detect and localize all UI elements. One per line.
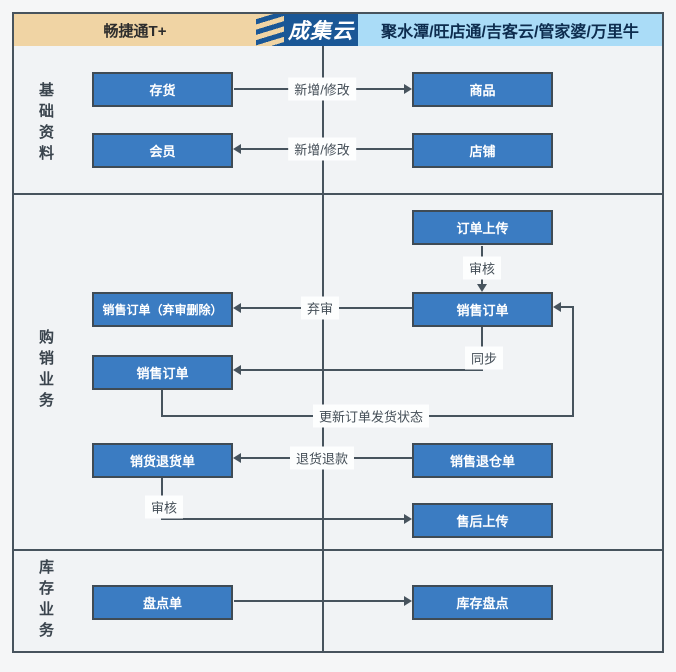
edge-feedback-top (560, 306, 574, 308)
header-left-system: 畅捷通T+ (14, 14, 256, 46)
arrowhead-down-icon (477, 284, 487, 292)
node-order-upload: 订单上传 (412, 210, 553, 245)
header-logo: 成集云 (284, 14, 358, 46)
edge-audit2-horizontal (161, 518, 404, 520)
arrowhead-left-icon (233, 453, 241, 463)
node-aftersale-upload: 售后上传 (412, 503, 553, 538)
arrowhead-left-icon (233, 365, 241, 375)
arrowhead-right-icon (404, 514, 412, 524)
node-inventory-item: 存货 (92, 72, 233, 107)
edge-label-update-ship-status: 更新订单发货状态 (312, 404, 430, 428)
node-sales-order-right: 销售订单 (412, 292, 553, 327)
node-member: 会员 (92, 133, 233, 168)
edge-label-audit-1: 审核 (462, 256, 502, 280)
section-label-basic-data: 基础资料 (38, 82, 54, 162)
node-inventory-stocktake: 库存盘点 (412, 585, 553, 620)
edge-label-sync: 同步 (464, 346, 504, 370)
arrowhead-right-icon (404, 84, 412, 94)
edge-label-add-modify-1: 新增/修改 (288, 77, 356, 101)
diagram-frame (12, 12, 664, 653)
node-sales-warehouse-return: 销售退仓单 (412, 443, 553, 478)
section-label-inventory: 库存业务 (38, 559, 54, 639)
node-shop: 店铺 (412, 133, 553, 168)
edge-feedback-down (161, 390, 163, 416)
header-diagonal-stripes (256, 14, 284, 46)
header-right-systems: 聚水潭/旺店通/吉客云/管家婆/万里牛 (358, 14, 662, 46)
node-product: 商品 (412, 72, 553, 107)
arrowhead-left-icon (233, 303, 241, 313)
section-divider-1 (14, 193, 662, 195)
edge-stocktake-to-inventory (234, 600, 404, 602)
arrowhead-left-icon (553, 302, 561, 312)
node-sales-order-discard: 销售订单（弃审删除） (92, 292, 233, 327)
edge-sync-horizontal (241, 369, 483, 371)
edge-label-audit-2: 审核 (144, 495, 184, 519)
node-sales-return: 销货退货单 (92, 443, 233, 478)
node-stocktake-sheet: 盘点单 (92, 585, 233, 620)
edge-label-return-refund: 退货退款 (289, 446, 355, 470)
edge-label-add-modify-2: 新增/修改 (288, 137, 356, 161)
edge-feedback-up (572, 307, 574, 417)
edge-label-discard-audit: 弃审 (300, 296, 340, 320)
arrowhead-left-icon (233, 144, 241, 154)
system-divider (322, 46, 324, 651)
section-label-trade: 购销业务 (38, 329, 54, 409)
node-sales-order-left: 销售订单 (92, 355, 233, 390)
arrowhead-right-icon (404, 596, 412, 606)
section-divider-2 (14, 549, 662, 551)
